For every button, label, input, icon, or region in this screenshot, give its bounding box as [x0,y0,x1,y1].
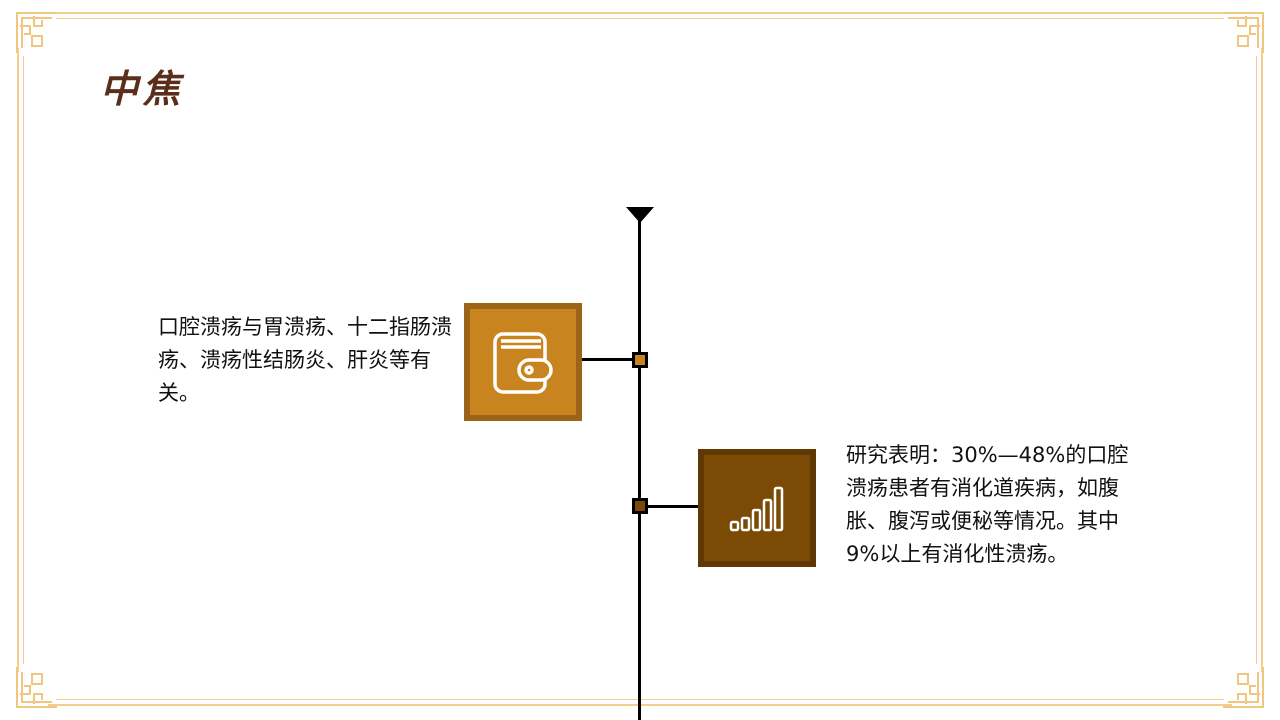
timeline-node-2 [632,498,648,514]
connector-2 [640,505,700,508]
corner-ornament-top-left [16,12,57,53]
corner-ornament-bottom-right [1223,667,1264,708]
item-2-text: 研究表明：30%—48%的口腔溃疡患者有消化道疾病，如腹胀、腹泻或便秘等情况。其… [846,443,1129,566]
corner-ornament-top-right [1223,12,1264,53]
signal-bars-icon [729,486,784,532]
page-title: 中焦 [100,67,185,111]
connector-1 [582,358,638,361]
timeline-node-1 [632,352,648,368]
signal-bars-icon-box [698,449,816,567]
wallet-icon [493,332,553,394]
item-1-text: 口腔溃疡与胃溃疡、十二指肠溃疡、溃疡性结肠炎、肝炎等有关。 [158,315,452,405]
corner-ornament-bottom-left [16,667,57,708]
wallet-icon-box [464,303,582,421]
timeline-line [638,215,641,720]
timeline-arrow-icon [626,207,654,223]
